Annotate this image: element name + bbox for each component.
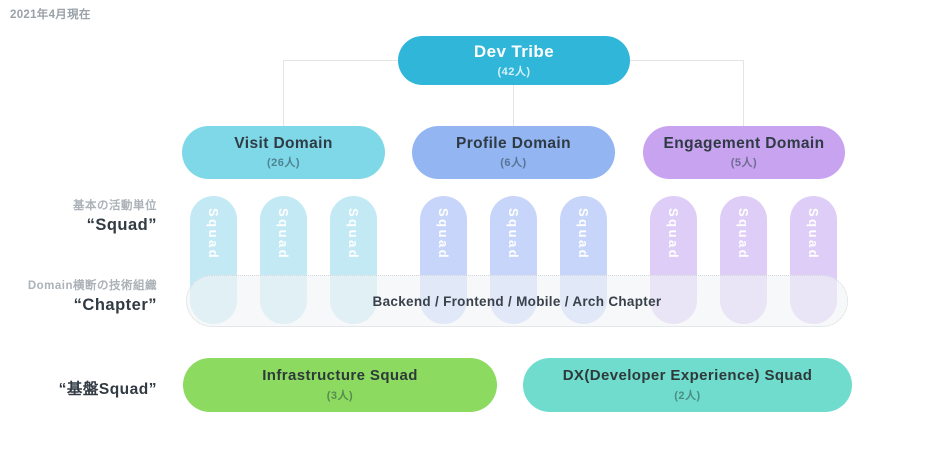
squad-pill-label: Squad [206, 208, 221, 261]
infrastructure-squad-node: Infrastructure Squad (3人) [183, 358, 497, 412]
foundation-row-title: “基盤Squad” [58, 381, 157, 398]
squad-pill-label: Squad [666, 208, 681, 261]
squad-pill-label: Squad [736, 208, 751, 261]
squad-pill-label: Squad [276, 208, 291, 261]
chapter-row-sublabel: Domain横断の技術組織 [27, 280, 157, 292]
squad-pill-label: Squad [806, 208, 821, 261]
engagement-domain-count: (5人) [730, 157, 758, 170]
visit-domain-count: (26人) [266, 157, 301, 170]
visit-domain-label: Visit Domain [234, 134, 333, 152]
chapter-label: Backend / Frontend / Mobile / Arch Chapt… [372, 293, 662, 309]
chapter-band: Backend / Frontend / Mobile / Arch Chapt… [186, 275, 848, 327]
squad-row-label: 基本の活動単位 “Squad” [0, 197, 157, 235]
profile-domain-label: Profile Domain [456, 134, 571, 152]
connector-vertical-visit [283, 60, 284, 127]
engagement-domain-label: Engagement Domain [663, 134, 825, 152]
engagement-domain-node: Engagement Domain (5人) [643, 126, 845, 179]
squad-pill-label: Squad [576, 208, 591, 261]
dev-tribe-count: (42人) [497, 66, 531, 79]
squad-row-sublabel: 基本の活動単位 [73, 200, 157, 212]
foundation-row-label: “基盤Squad” [0, 377, 157, 399]
squad-pill-label: Squad [436, 208, 451, 261]
dev-tribe-node: Dev Tribe (42人) [398, 36, 630, 85]
squad-pill-label: Squad [506, 208, 521, 261]
chapter-row-title: “Chapter” [73, 296, 157, 314]
connector-vertical-engagement [743, 60, 744, 127]
dx-squad-count: (2人) [674, 389, 701, 402]
infrastructure-squad-label: Infrastructure Squad [262, 367, 418, 385]
chapter-row-label: Domain横断の技術組織 “Chapter” [0, 277, 157, 315]
visit-domain-node: Visit Domain (26人) [182, 126, 385, 179]
dx-squad-label: DX(Developer Experience) Squad [562, 367, 813, 385]
profile-domain-count: (6人) [500, 157, 527, 170]
dev-tribe-label: Dev Tribe [473, 41, 555, 61]
squad-pill-label: Squad [346, 208, 361, 261]
date-caption: 2021年4月現在 [10, 9, 91, 21]
squad-row-title: “Squad” [86, 216, 157, 234]
dx-squad-node: DX(Developer Experience) Squad (2人) [523, 358, 852, 412]
infrastructure-squad-count: (3人) [326, 389, 354, 402]
profile-domain-node: Profile Domain (6人) [412, 126, 615, 179]
connector-vertical-profile [513, 85, 514, 127]
